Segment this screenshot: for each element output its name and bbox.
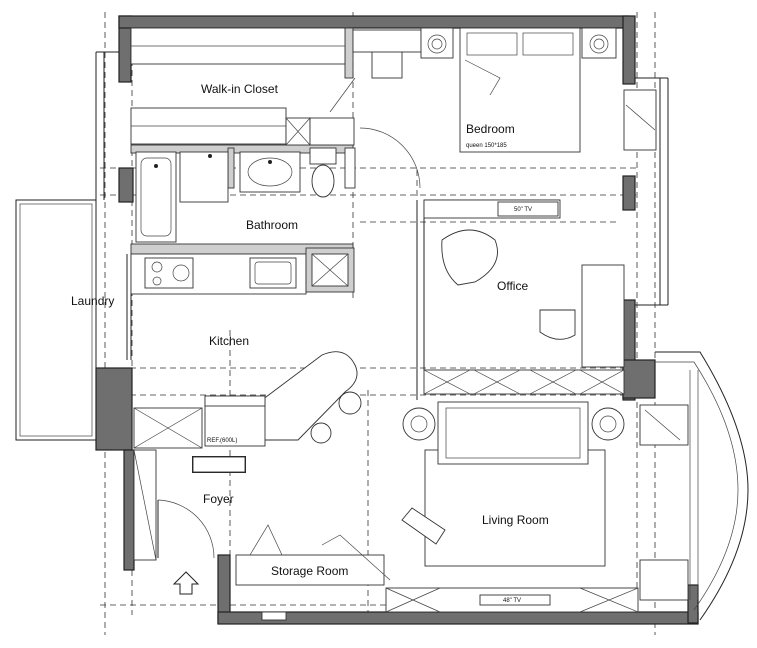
office-chair bbox=[441, 229, 498, 286]
storage-room bbox=[235, 554, 385, 586]
foyer-storage bbox=[133, 449, 391, 621]
entry-arrow-icon bbox=[172, 571, 200, 595]
office-furniture bbox=[423, 229, 625, 395]
laundry-label: Laundry bbox=[71, 294, 114, 308]
bathroom-fixtures bbox=[135, 147, 337, 243]
bedroom-label: Bedroom bbox=[466, 122, 515, 136]
sofa bbox=[437, 401, 589, 465]
living-room-furniture bbox=[385, 401, 689, 613]
bed-size-label: queen 150*185 bbox=[466, 143, 507, 149]
office-label: Office bbox=[497, 279, 528, 293]
kitchen-label: Kitchen bbox=[209, 334, 249, 348]
rug bbox=[424, 449, 606, 567]
cooktop bbox=[144, 257, 194, 289]
kitchen-sink bbox=[249, 257, 297, 289]
laundry-balcony bbox=[15, 51, 119, 441]
toilet bbox=[311, 164, 335, 198]
bedroom-tv-label: 50" TV bbox=[514, 207, 532, 213]
storage-room-label: Storage Room bbox=[271, 564, 348, 578]
kitchen-counter bbox=[130, 247, 355, 295]
living-tv-label: 48" TV bbox=[503, 598, 521, 604]
refrigerator-label: REF.(600L) bbox=[207, 438, 237, 444]
exterior-walls bbox=[95, 15, 699, 625]
sink bbox=[239, 151, 301, 193]
kitchen-island bbox=[133, 351, 362, 473]
closet-wardrobe bbox=[130, 27, 356, 146]
bay-window bbox=[635, 77, 749, 621]
living-room-label: Living Room bbox=[482, 513, 549, 527]
foyer-label: Foyer bbox=[203, 492, 234, 506]
bedroom-furniture bbox=[352, 27, 657, 219]
bed bbox=[459, 27, 581, 153]
desk bbox=[581, 264, 625, 368]
bathroom-label: Bathroom bbox=[246, 218, 298, 232]
walk-in-closet-label: Walk-in Closet bbox=[201, 82, 279, 96]
